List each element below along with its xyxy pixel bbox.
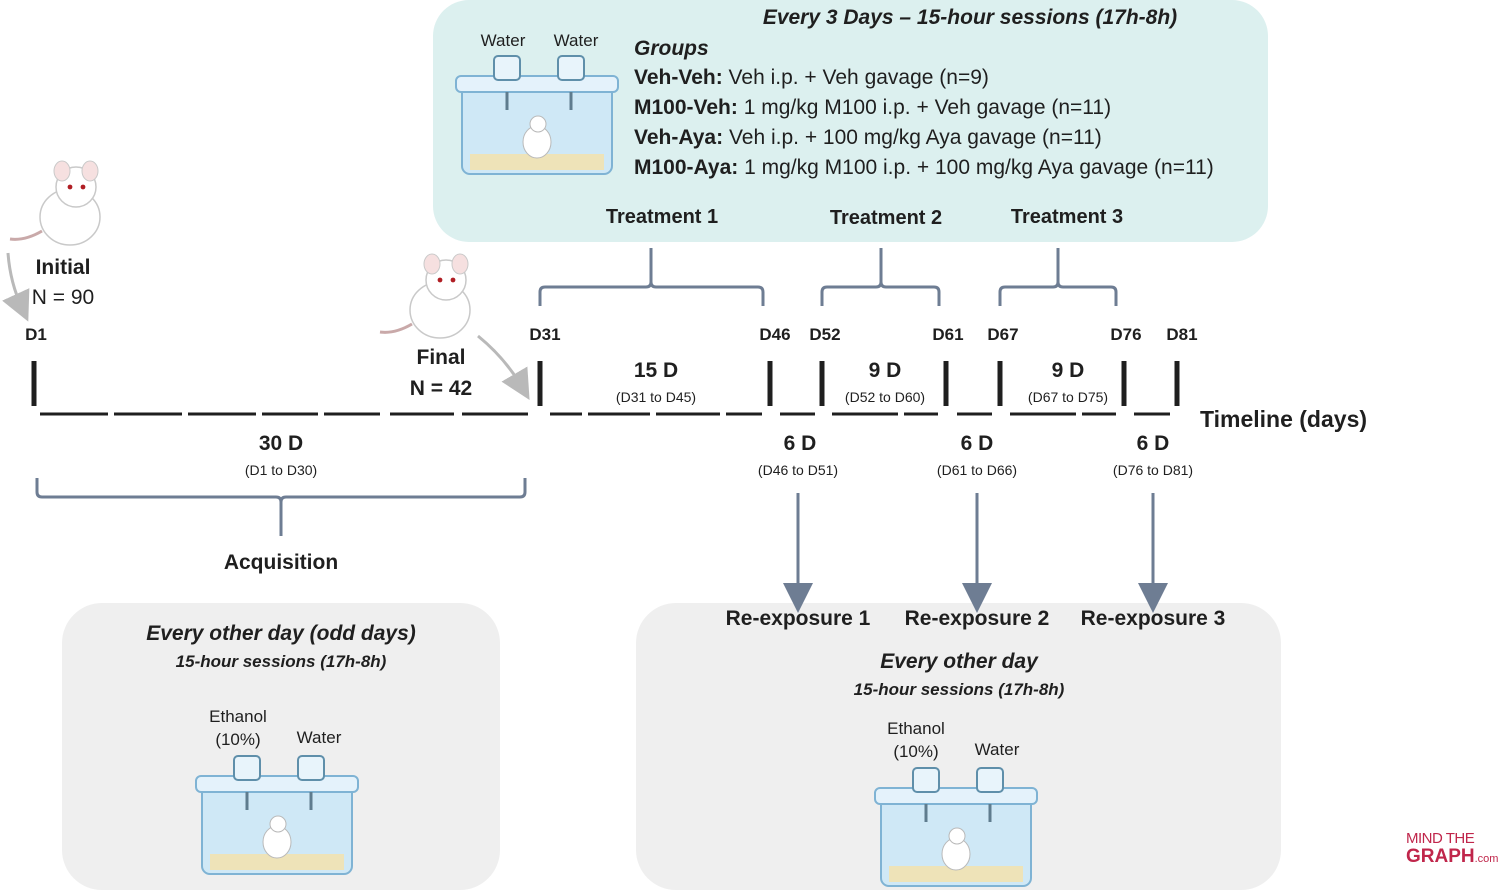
final-label: Final bbox=[416, 346, 466, 369]
group-row: Veh-Aya: Veh i.p. + 100 mg/kg Aya gavage… bbox=[634, 126, 1102, 150]
day-marker: D1 bbox=[25, 325, 47, 344]
group-description: Veh i.p. + 100 mg/kg Aya gavage (n=11) bbox=[728, 126, 1102, 149]
day-marker: D67 bbox=[987, 325, 1019, 344]
reexposure-2-label: Re-exposure 2 bbox=[904, 607, 1050, 630]
period-range: (D76 to D81) bbox=[1112, 462, 1194, 478]
period-range: (D1 to D30) bbox=[244, 462, 318, 478]
groups-heading: Groups bbox=[634, 37, 709, 60]
period-range: (D52 to D60) bbox=[844, 389, 926, 405]
cage-bottle-label-ethanol: Ethanol (10%) bbox=[209, 707, 267, 749]
period-range: (D61 to D66) bbox=[936, 462, 1018, 478]
logo-line-1: MIND THE bbox=[1406, 830, 1475, 847]
day-marker: D81 bbox=[1166, 325, 1198, 344]
cage-bottle-label-right: Water bbox=[553, 31, 599, 50]
day-marker: D76 bbox=[1110, 325, 1142, 344]
logo-suffix: .com bbox=[1474, 853, 1499, 865]
group-name: M100-Aya: bbox=[634, 156, 739, 179]
group-row: Veh-Veh: Veh i.p. + Veh gavage (n=9) bbox=[634, 66, 989, 90]
group-name: Veh-Aya: bbox=[634, 126, 724, 149]
treatment-3-label: Treatment 3 bbox=[1010, 206, 1124, 228]
group-description: 1 mg/kg M100 i.p. + 100 mg/kg Aya gavage… bbox=[744, 156, 1214, 179]
period-duration: 9 D bbox=[868, 359, 902, 382]
period-range: (D67 to D75) bbox=[1027, 389, 1109, 405]
period-duration: 6 D bbox=[960, 432, 994, 455]
logo-line-2: GRAPH bbox=[1406, 846, 1475, 867]
day-marker: D61 bbox=[932, 325, 964, 344]
cage-bottle-label-left: Water bbox=[480, 31, 526, 50]
treatment-2-label: Treatment 2 bbox=[829, 207, 943, 229]
treatment-panel-title: Every 3 Days – 15-hour sessions (17h-8h) bbox=[762, 6, 1178, 29]
period-duration: 30 D bbox=[258, 432, 304, 455]
period-duration: 15 D bbox=[633, 359, 679, 382]
group-row: M100-Aya: 1 mg/kg M100 i.p. + 100 mg/kg … bbox=[634, 156, 1214, 180]
period-duration: 6 D bbox=[1136, 432, 1170, 455]
cage-bottle-label-water: Water bbox=[974, 740, 1020, 759]
day-marker: D52 bbox=[809, 325, 841, 344]
period-range: (D31 to D45) bbox=[615, 389, 697, 405]
reexposure-panel-subtitle: 15-hour sessions (17h-8h) bbox=[853, 680, 1065, 699]
acquisition-label: Acquisition bbox=[223, 551, 339, 574]
acquisition-panel-subtitle: 15-hour sessions (17h-8h) bbox=[175, 652, 387, 671]
group-description: Veh i.p. + Veh gavage (n=9) bbox=[728, 66, 989, 89]
day-marker: D46 bbox=[759, 325, 791, 344]
timeline-label: Timeline (days) bbox=[1200, 406, 1368, 432]
group-name: Veh-Veh: bbox=[634, 66, 723, 89]
period-duration: 6 D bbox=[783, 432, 817, 455]
day-marker: D31 bbox=[529, 325, 561, 344]
group-row: M100-Veh: 1 mg/kg M100 i.p. + Veh gavage… bbox=[634, 96, 1111, 120]
period-duration: 9 D bbox=[1051, 359, 1085, 382]
initial-n: N = 90 bbox=[31, 286, 95, 309]
acquisition-panel-title: Every other day (odd days) bbox=[146, 622, 416, 645]
period-range: (D46 to D51) bbox=[757, 462, 839, 478]
mind-the-graph-logo: MIND THE GRAPH.com bbox=[1406, 830, 1498, 868]
treatment-1-label: Treatment 1 bbox=[605, 206, 719, 228]
reexposure-1-label: Re-exposure 1 bbox=[725, 607, 871, 630]
cage-bottle-label-water: Water bbox=[296, 728, 342, 747]
final-n: N = 42 bbox=[409, 377, 473, 400]
group-description: 1 mg/kg M100 i.p. + Veh gavage (n=11) bbox=[743, 96, 1112, 119]
cage-bottle-label-ethanol: Ethanol (10%) bbox=[887, 719, 945, 761]
reexposure-panel-title: Every other day bbox=[880, 650, 1038, 673]
reexposure-3-label: Re-exposure 3 bbox=[1080, 607, 1226, 630]
logo-line-2-wrap: GRAPH.com bbox=[1406, 846, 1499, 868]
initial-label: Initial bbox=[35, 256, 91, 279]
group-name: M100-Veh: bbox=[634, 96, 738, 119]
